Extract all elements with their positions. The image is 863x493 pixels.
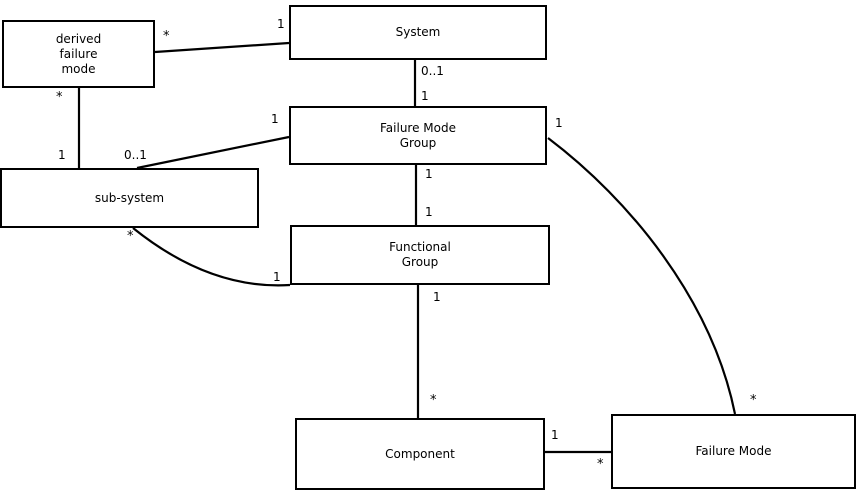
multiplicity-label-m-fmg-fm-one: 1 <box>555 116 563 130</box>
multiplicity-label-m-system-fmg-zero-one: 0..1 <box>421 64 444 78</box>
association-failure-mode-group--failure-mode <box>547 137 737 415</box>
association-derived-failure-mode--system <box>154 41 290 54</box>
class-name-failure-mode: Failure Mode <box>695 444 772 458</box>
multiplicity-label-m-fm-component-star: * <box>597 457 604 472</box>
class-box-system[interactable]: System <box>289 5 547 60</box>
class-box-failure-mode[interactable]: Failure Mode <box>611 414 856 489</box>
multiplicity-label-m-fg-fmg-one: 1 <box>425 205 433 219</box>
multiplicity-label-m-dfm-system-star: * <box>163 29 170 44</box>
association-failure-mode-group--sub-system <box>136 135 290 170</box>
class-name-system: System <box>395 25 441 39</box>
multiplicity-label-m-fmg-fg-one: 1 <box>425 167 433 181</box>
class-name-sub-system: sub-system <box>94 190 165 205</box>
multiplicity-label-m-fmg-subsystem-one: 1 <box>271 112 279 126</box>
class-box-derived-failure-mode[interactable]: derived failure mode <box>2 20 155 88</box>
multiplicity-label-m-dfm-subsystem-star: * <box>56 90 63 105</box>
multiplicity-label-m-fg-subsystem-one: 1 <box>273 270 281 284</box>
multiplicity-label-m-subsystem-dfm-one: 1 <box>58 148 66 162</box>
multiplicity-label-m-system-dfm-one: 1 <box>277 17 285 31</box>
multiplicity-label-m-subsystem-fmg-zero-one: 0..1 <box>124 148 147 162</box>
class-box-component[interactable]: Component <box>295 418 545 490</box>
multiplicity-label-m-fg-component-one: 1 <box>433 290 441 304</box>
multiplicity-label-m-fmg-system-one: 1 <box>421 89 429 103</box>
multiplicity-label-m-component-fm-one: 1 <box>551 428 559 442</box>
multiplicity-label-m-fm-fmg-star: * <box>750 393 757 408</box>
class-box-functional-group[interactable]: Functional Group <box>290 225 550 285</box>
class-name-derived-failure-mode: derived failure mode <box>55 31 102 76</box>
class-box-failure-mode-group[interactable]: Failure Mode Group <box>289 106 547 165</box>
class-box-sub-system[interactable]: sub-system <box>0 168 259 228</box>
class-name-component: Component <box>385 446 455 461</box>
multiplicity-label-m-subsystem-fg-star: * <box>127 229 134 244</box>
class-name-functional-group: Functional Group <box>389 240 451 269</box>
association-sub-system--functional-group <box>132 227 291 287</box>
multiplicity-label-m-component-fg-star: * <box>430 393 437 408</box>
class-name-failure-mode-group: Failure Mode Group <box>380 120 456 150</box>
